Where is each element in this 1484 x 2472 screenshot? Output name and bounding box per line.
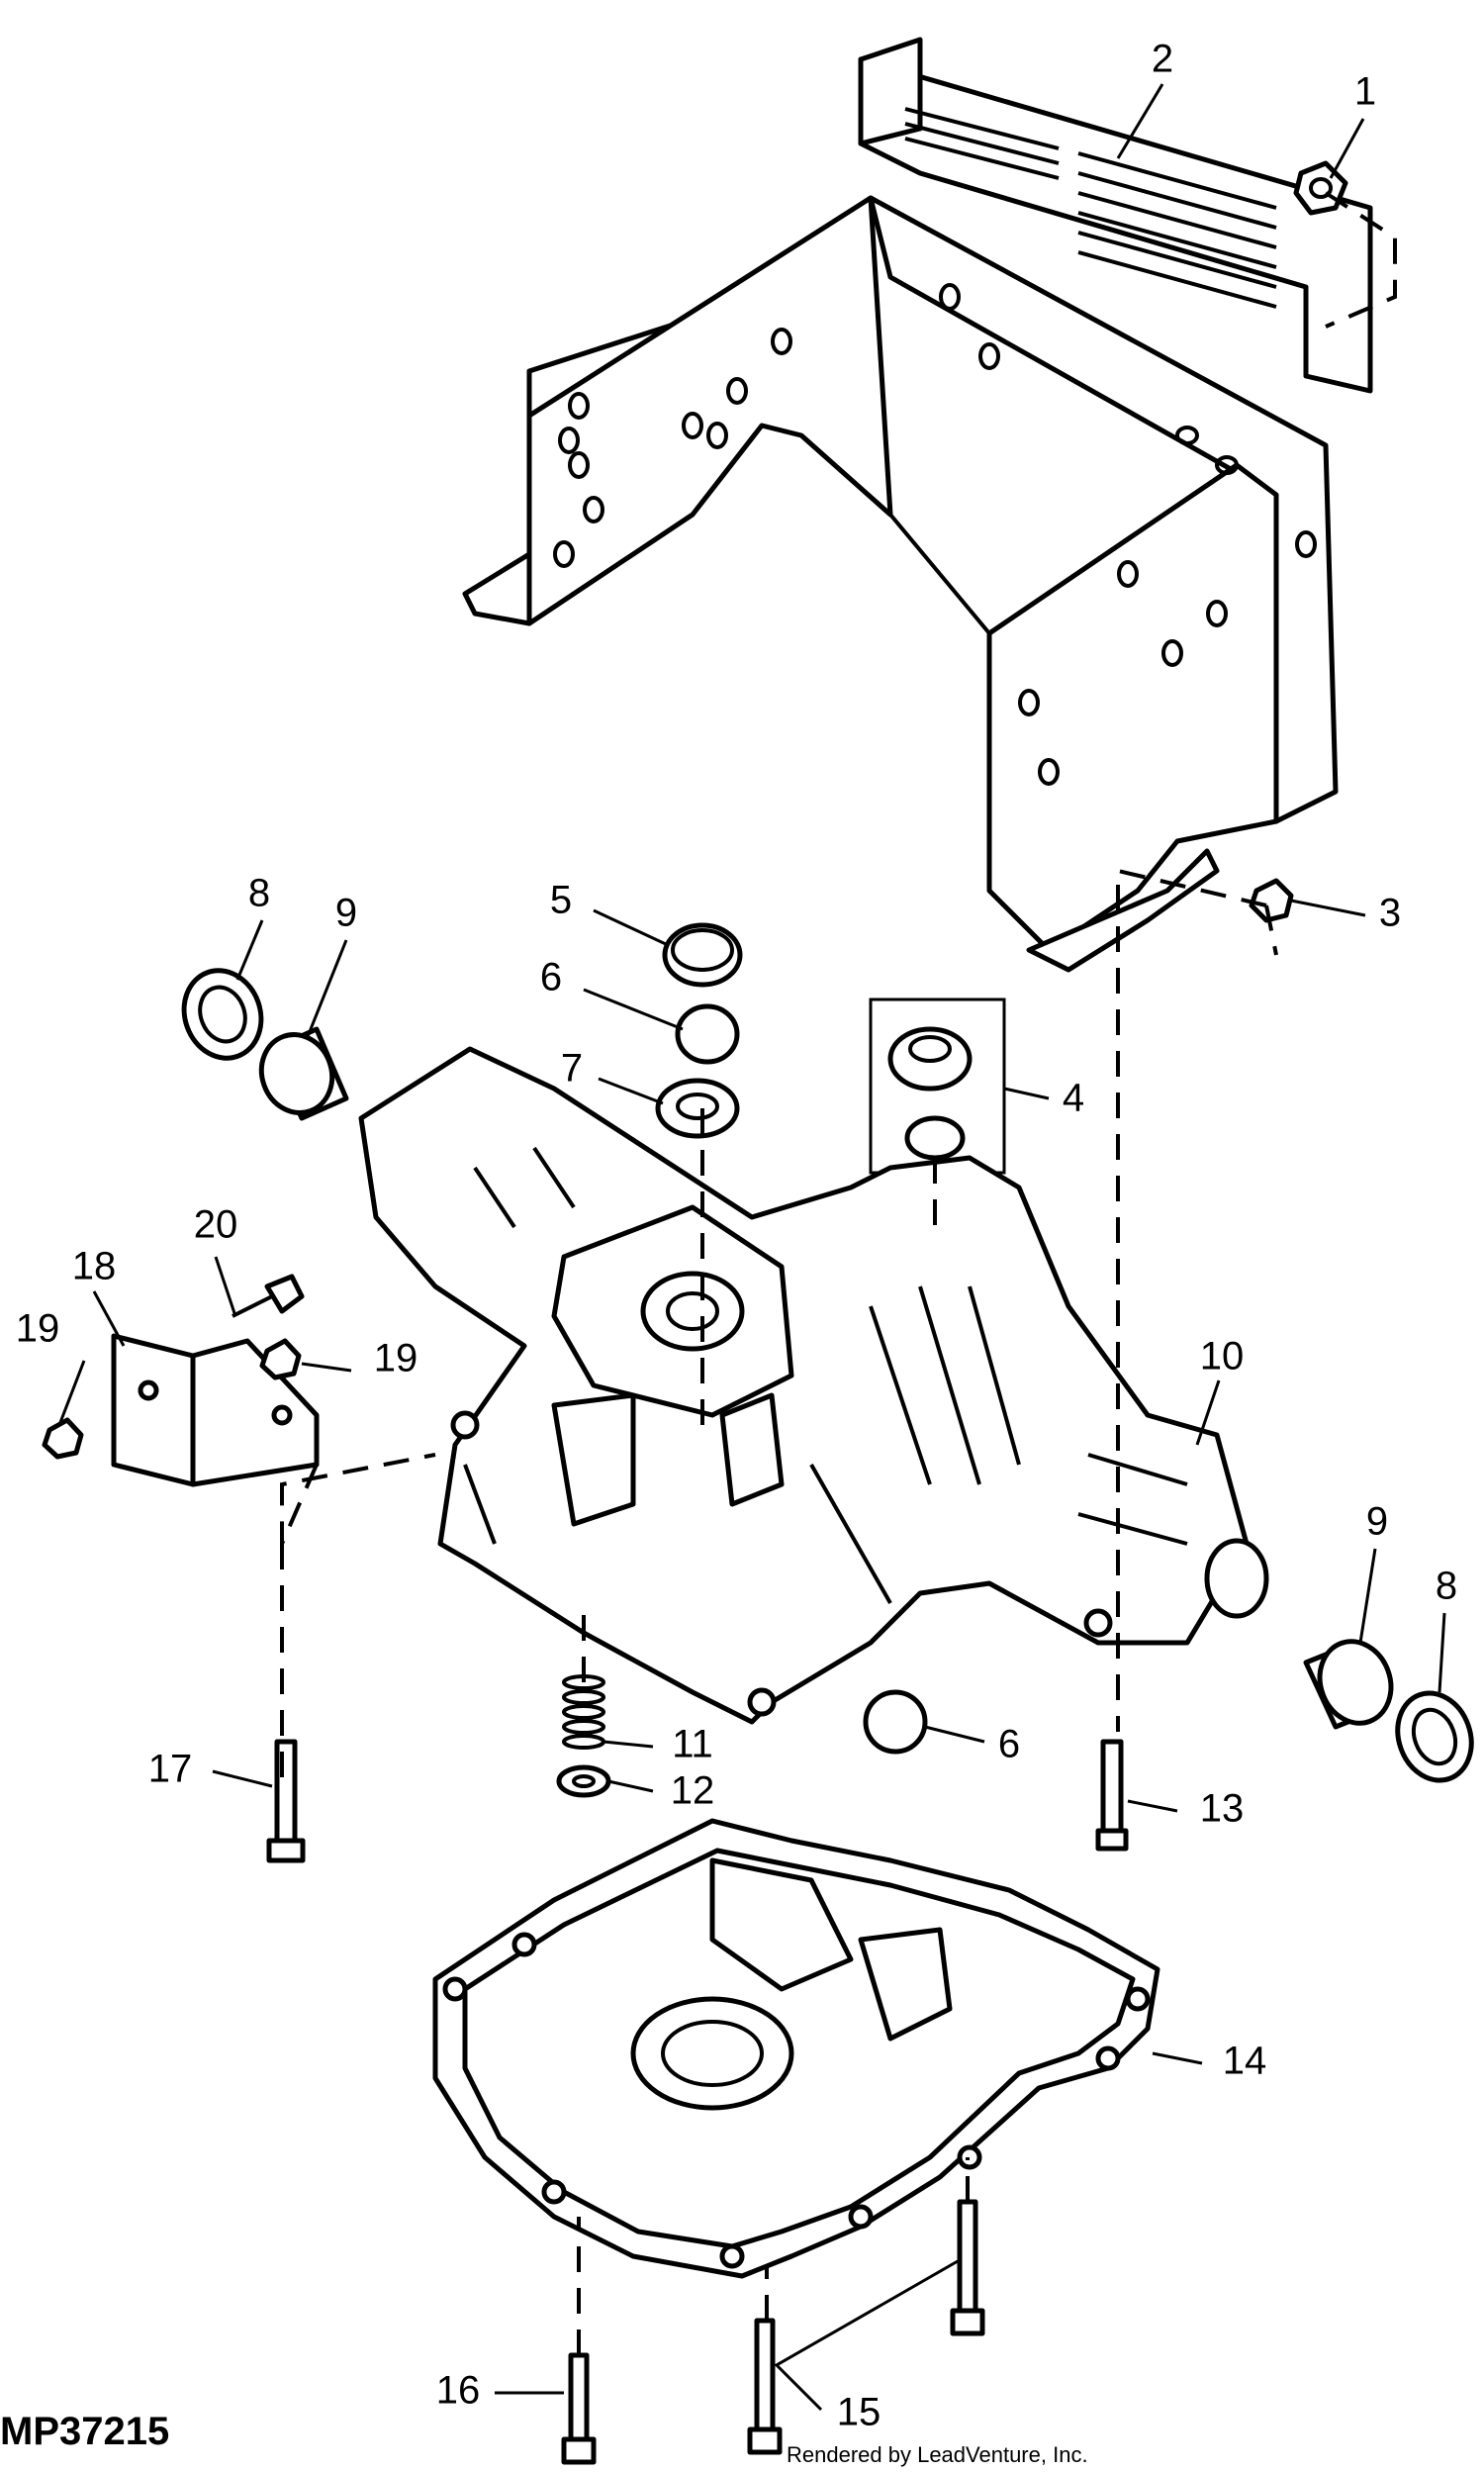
callout-7: 7 [561,1047,583,1091]
callout-12: 12 [671,1769,715,1813]
part-12-washer [556,1764,611,1798]
part-19-nut-right [259,1338,302,1380]
part-6-plug-lower [863,1689,928,1755]
callout-1: 1 [1354,70,1376,114]
part-6-plug-upper [675,1003,740,1065]
part-9-bushing-left [258,1026,349,1121]
callout-6-lower: 6 [998,1723,1020,1766]
callout-20: 20 [194,1203,238,1247]
callout-8-right: 8 [1436,1565,1457,1608]
part-18-bracket [111,1333,320,1487]
figure-id: MP37215 [0,2410,169,2453]
assembly-dashed-lines [280,191,1397,2355]
callout-3: 3 [1379,892,1401,935]
callout-13: 13 [1200,1787,1245,1831]
part-9-bushing-right [1303,1639,1394,1730]
callout-2: 2 [1152,38,1173,81]
render-credit: Rendered by LeadVenture, Inc. [787,2442,1088,2467]
part-7-seal [655,1078,740,1139]
callout-5: 5 [550,879,572,922]
part-20-bolt [232,1274,305,1318]
callout-18: 18 [72,1245,117,1288]
callout-4: 4 [1063,1077,1084,1120]
part-frame-bracket [462,195,1339,973]
part-8-seal-right [1395,1690,1474,1783]
callout-labels: 1 2 3 4 5 6 6 7 8 8 9 9 10 11 12 13 14 1… [16,38,1457,2434]
part-3-nut [1249,878,1294,923]
shield-slots [904,107,1277,309]
leader-lines [57,83,1446,2412]
part-4-breather-kit [869,998,1006,1175]
part-14-lower-case [432,1818,1160,2279]
part-13-bolt [1095,1739,1129,1852]
callout-8-left: 8 [248,872,270,915]
part-15-bolt-a [747,2318,783,2455]
part-8-seal-left [181,968,264,1061]
callout-19-right: 19 [374,1337,418,1380]
callout-9-right: 9 [1366,1500,1388,1544]
callout-16: 16 [436,2369,481,2413]
callout-11: 11 [672,1723,713,1766]
callout-15: 15 [837,2391,881,2434]
part-shield-plate [858,37,1373,394]
callout-14: 14 [1223,2040,1267,2083]
part-11-spring [562,1674,605,1750]
frame-holes [553,283,1317,786]
part-17-bolt [266,1739,306,1863]
part-15-bolt-b [950,2199,985,2336]
part-10-transaxle-housing [358,1046,1269,1725]
callout-17: 17 [148,1748,193,1791]
callout-10: 10 [1200,1335,1245,1379]
part-1-bolt [1293,160,1348,216]
part-16-bolt [561,2352,597,2465]
callout-9-left: 9 [335,892,357,935]
part-19-nut-left [42,1417,84,1460]
callout-19-left: 19 [16,1307,60,1351]
callout-6-upper: 6 [540,956,562,999]
part-5-cap [662,922,743,988]
